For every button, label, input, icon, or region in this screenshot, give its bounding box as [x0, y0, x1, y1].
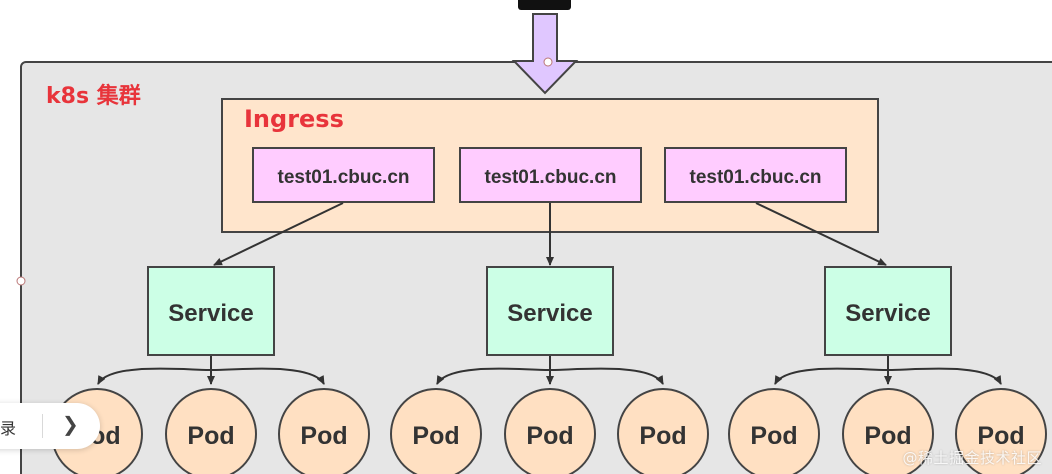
toolbar-divider: [42, 414, 43, 438]
top-entry-node: [518, 0, 571, 10]
ingress-host-test01-1: test01.cbuc.cn: [252, 147, 435, 203]
arrow-handle[interactable]: [543, 57, 553, 67]
service-label: Service: [168, 300, 253, 327]
pod-4: Pod: [390, 388, 482, 474]
service-box-2: Service: [486, 266, 614, 356]
pod-label: Pod: [977, 422, 1024, 450]
pod-label: Pod: [750, 422, 797, 450]
incoming-traffic-arrow: [511, 13, 579, 95]
pod-5: Pod: [504, 388, 596, 474]
pod-label: Pod: [639, 422, 686, 450]
watermark: @稀土掘金技术社区: [902, 449, 1042, 467]
pod-label: Pod: [187, 422, 234, 450]
ingress-host-test01-2: test01.cbuc.cn: [459, 147, 642, 203]
ingress-host-label: test01.cbuc.cn: [485, 167, 617, 188]
pod-8: Pod: [842, 388, 934, 474]
pod-3: Pod: [278, 388, 370, 474]
floating-toolbar: 录 ❯: [0, 403, 100, 449]
pod-label: Pod: [412, 422, 459, 450]
pod-label: Pod: [526, 422, 573, 450]
pod-2: Pod: [165, 388, 257, 474]
pod-7: Pod: [728, 388, 820, 474]
service-box-3: Service: [824, 266, 952, 356]
pod-9: Pod: [955, 388, 1047, 474]
pod-6: Pod: [617, 388, 709, 474]
pod-label: Pod: [864, 422, 911, 450]
service-label: Service: [507, 300, 592, 327]
ingress-host-label: test01.cbuc.cn: [278, 167, 410, 188]
cluster-title: k8s 集群: [46, 83, 141, 109]
service-2-pod-connectors: [436, 356, 664, 385]
pod-label: Pod: [300, 422, 347, 450]
ingress-host-label: test01.cbuc.cn: [690, 167, 822, 188]
service-3-pod-connectors: [774, 356, 1002, 385]
toolbar-label[interactable]: 录: [0, 419, 17, 438]
chevron-right-icon[interactable]: ❯: [62, 412, 79, 436]
cluster-edge-handle[interactable]: [16, 276, 26, 286]
host-to-service-arrow-1: [213, 202, 344, 266]
ingress-title: Ingress: [244, 105, 344, 133]
ingress-host-test01-3: test01.cbuc.cn: [664, 147, 847, 203]
host-to-service-arrow-3: [755, 202, 887, 266]
service-label: Service: [845, 300, 930, 327]
service-box-1: Service: [147, 266, 275, 356]
service-1-pod-connectors: [97, 356, 325, 385]
